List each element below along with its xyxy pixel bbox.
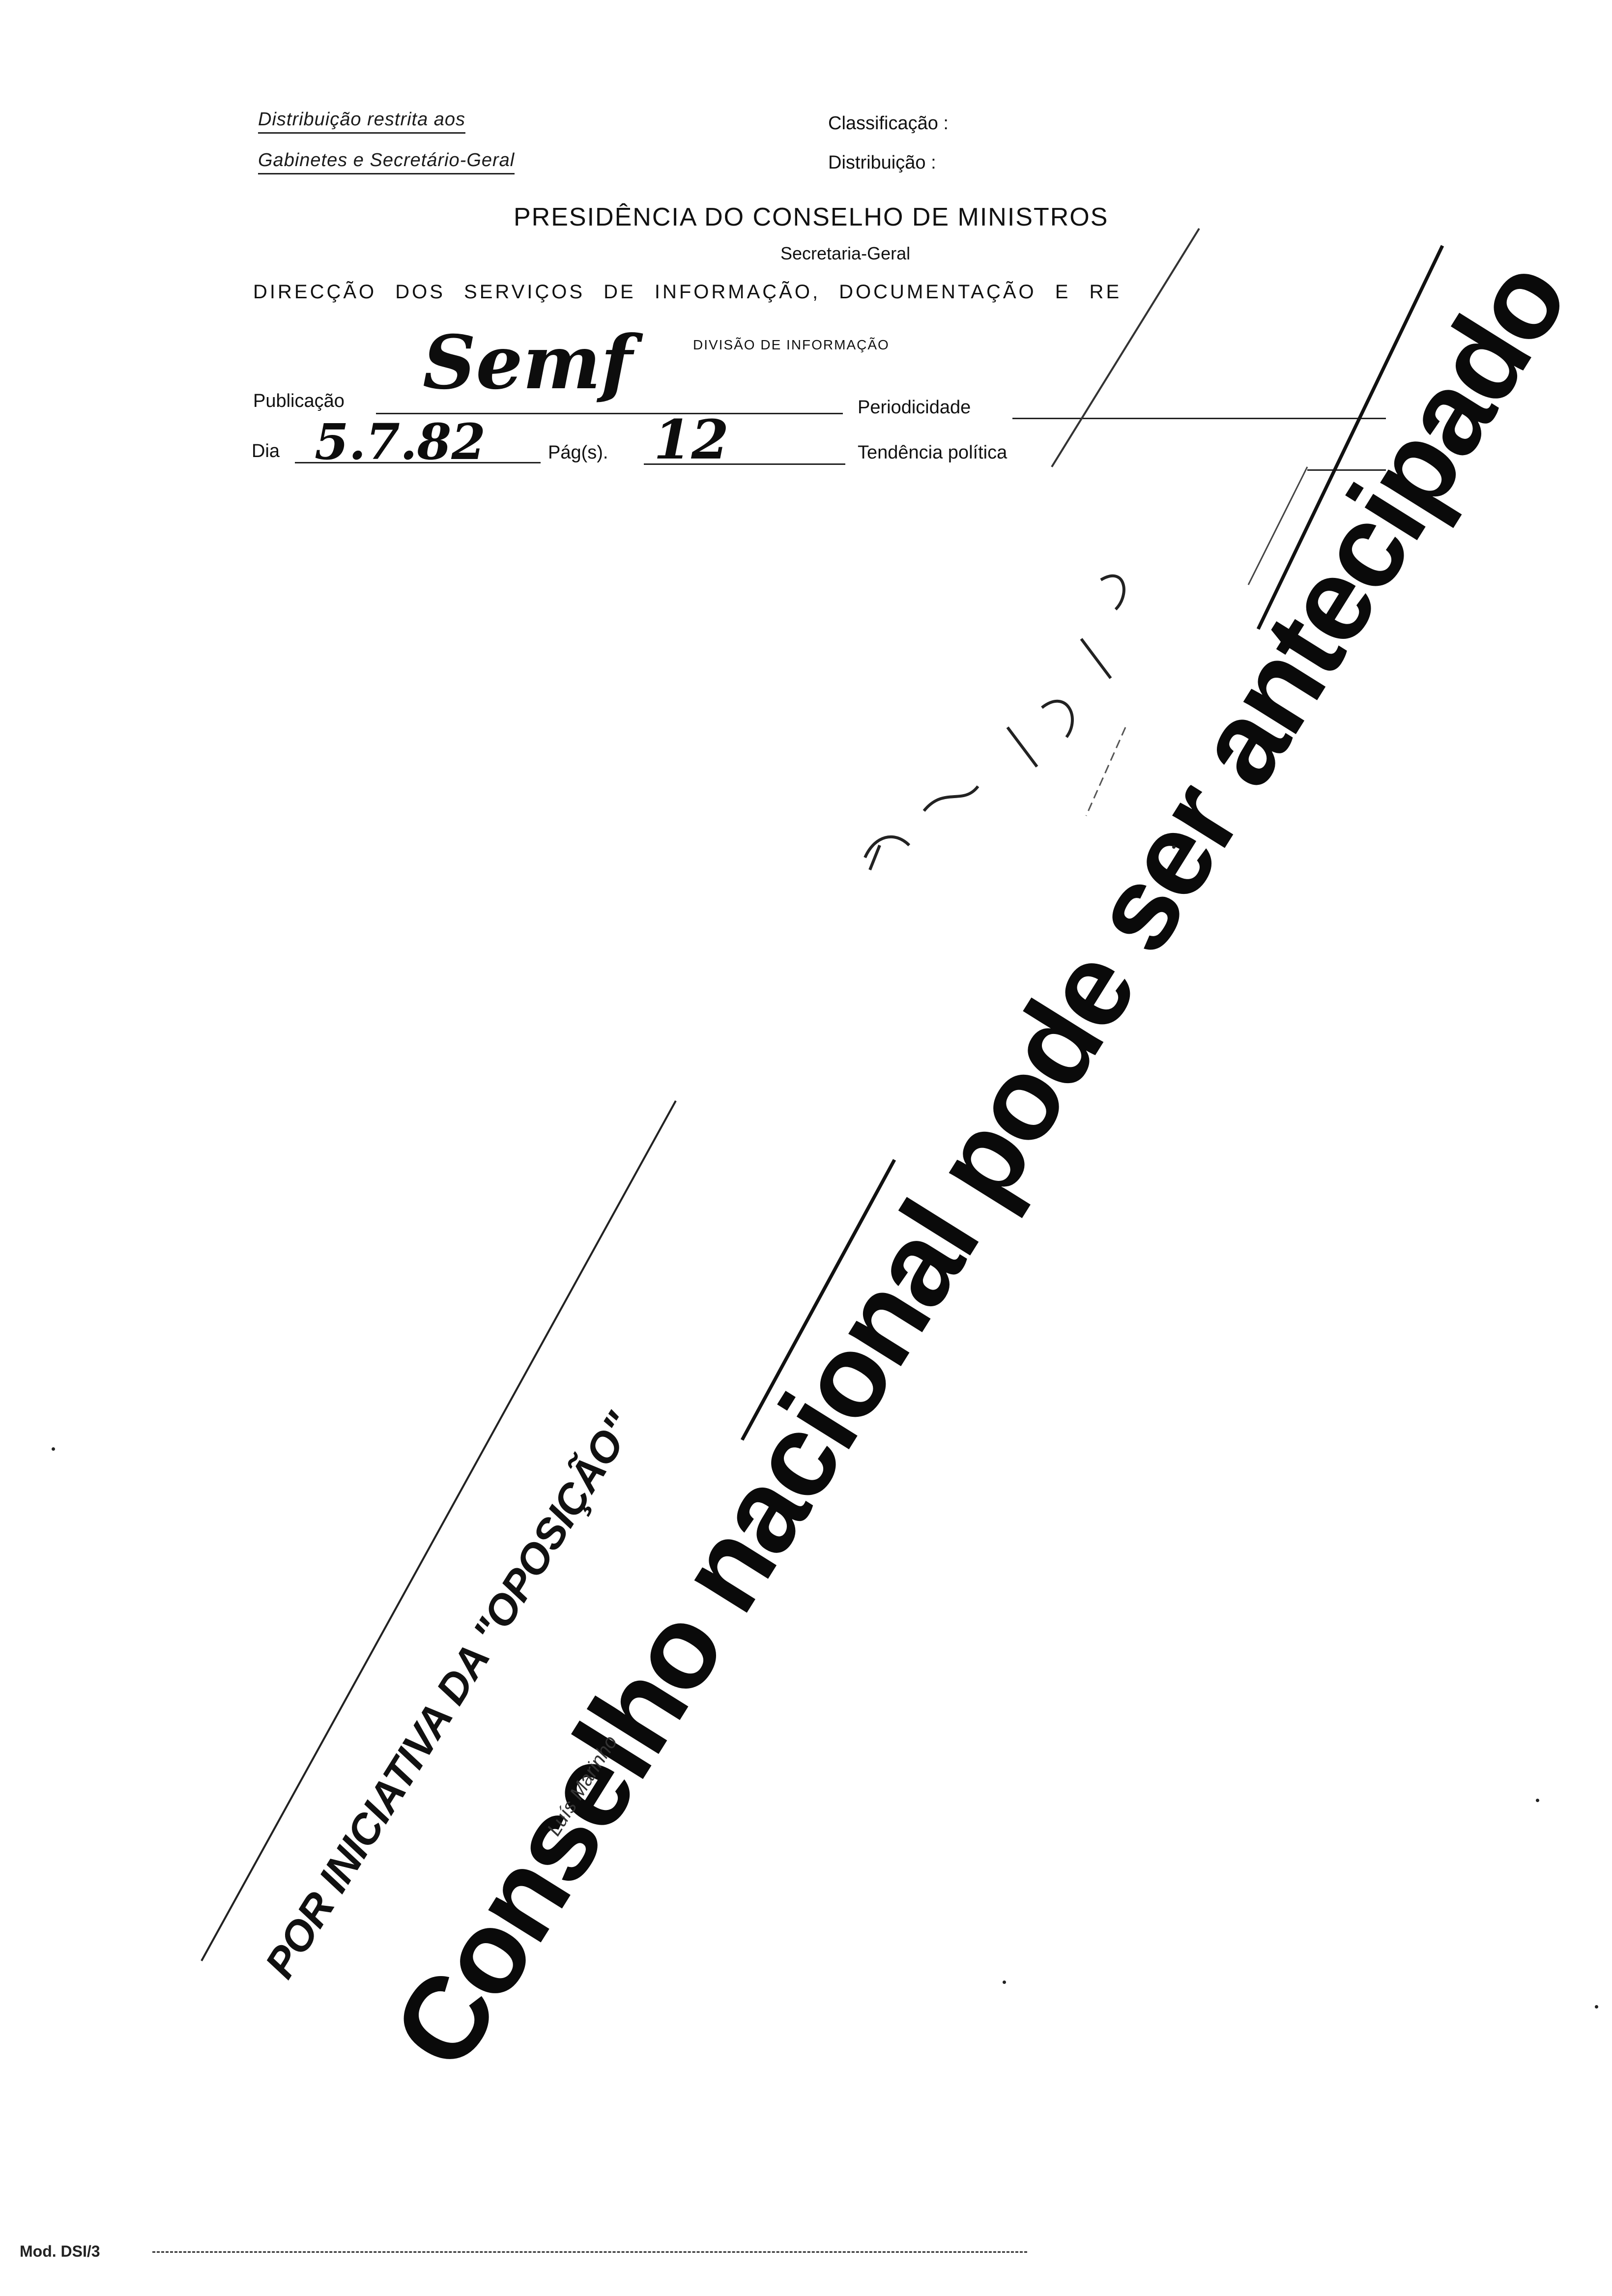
- day-label: Dia: [252, 441, 280, 461]
- clipping-edge-right-fragment: [1247, 466, 1308, 585]
- distribution-label: Distribuição :: [828, 152, 936, 173]
- periodicity-label: Periodicidade: [858, 397, 971, 418]
- political-tendency-label: Tendência política: [858, 442, 1008, 463]
- political-tendency-rule: [1307, 469, 1386, 471]
- clipping-edge-dashed: [1085, 727, 1126, 816]
- scan-speck: [1536, 1799, 1539, 1802]
- institution-title: PRESIDÊNCIA DO CONSELHO DE MINISTROS: [514, 203, 1109, 231]
- form-code: Mod. DSI/3: [20, 2242, 100, 2260]
- publication-rule: [376, 413, 843, 414]
- scan-speck: [1003, 1980, 1006, 1984]
- day-rule: [295, 462, 541, 463]
- scan-speck: [52, 1447, 55, 1451]
- day-handwritten: 5.7.82: [315, 413, 486, 471]
- publication-handwritten: Semf: [423, 319, 633, 406]
- clipping-edge-left: [201, 1100, 677, 1961]
- clipping-edge-right: [1256, 245, 1444, 630]
- scan-speck: [1595, 2005, 1598, 2009]
- distribution-line-1: Distribuição restrita aos: [258, 109, 466, 134]
- classification-label: Classificação :: [828, 113, 949, 134]
- pages-rule: [644, 463, 845, 465]
- distribution-line-2: Gabinetes e Secretário-Geral: [258, 150, 515, 174]
- footer-rule: [152, 2251, 1027, 2253]
- pages-label: Pág(s).: [548, 442, 608, 463]
- department-title: Secretaria-Geral: [780, 243, 911, 263]
- scan-speck: [1172, 845, 1176, 849]
- clipping-edge-top: [1051, 228, 1200, 468]
- periodicity-rule: [1012, 418, 1386, 419]
- headline-underline-rule: [740, 1159, 896, 1441]
- pages-handwritten: 12: [654, 408, 729, 471]
- handwritten-annotation-diagonal: [864, 574, 1125, 871]
- directorate-title: DIRECÇÃO DOS SERVIÇOS DE INFORMAÇÃO, DOC…: [253, 281, 1122, 303]
- division-title: DIVISÃO DE INFORMAÇÃO: [693, 337, 890, 352]
- publication-label: Publicação: [253, 391, 345, 411]
